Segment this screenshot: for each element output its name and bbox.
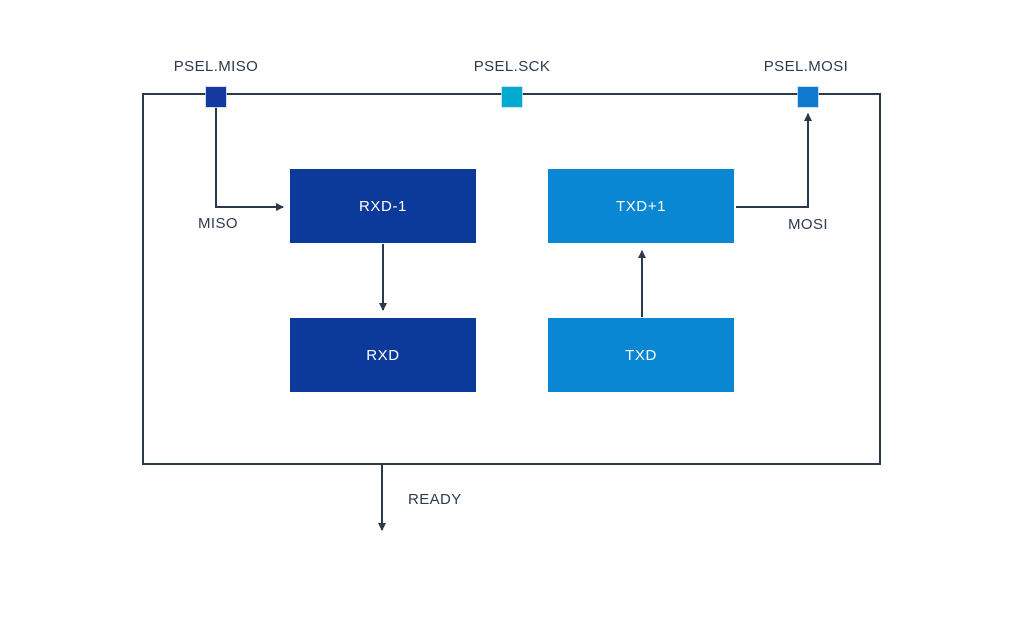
- pin-label-psel-sck: PSEL.SCK: [473, 58, 551, 75]
- block-rxd-minus-1: RXD-1: [290, 169, 476, 243]
- block-txd: TXD: [548, 318, 734, 392]
- psel-miso-pin-square: [205, 86, 227, 108]
- wire-miso-to-rxd1: [215, 100, 284, 211]
- block-txd-plus-1: TXD+1: [548, 169, 734, 243]
- block-txd-label: TXD: [625, 346, 657, 364]
- block-rxd-label: RXD: [366, 346, 400, 364]
- signal-label-ready: READY: [408, 491, 462, 508]
- signal-label-mosi: MOSI: [788, 216, 828, 233]
- block-rxd-minus-1-label: RXD-1: [358, 197, 407, 215]
- psel-sck-pin-square: [501, 86, 523, 108]
- psel-mosi-pin-square: [797, 86, 819, 108]
- wire-txd1-to-mosi: [736, 113, 812, 208]
- pin-label-psel-mosi: PSEL.MOSI: [763, 58, 849, 75]
- block-txd-plus-1-label: TXD+1: [615, 197, 667, 215]
- signal-label-miso: MISO: [198, 215, 238, 232]
- block-rxd: RXD: [290, 318, 476, 392]
- pin-label-psel-miso: PSEL.MISO: [173, 58, 259, 75]
